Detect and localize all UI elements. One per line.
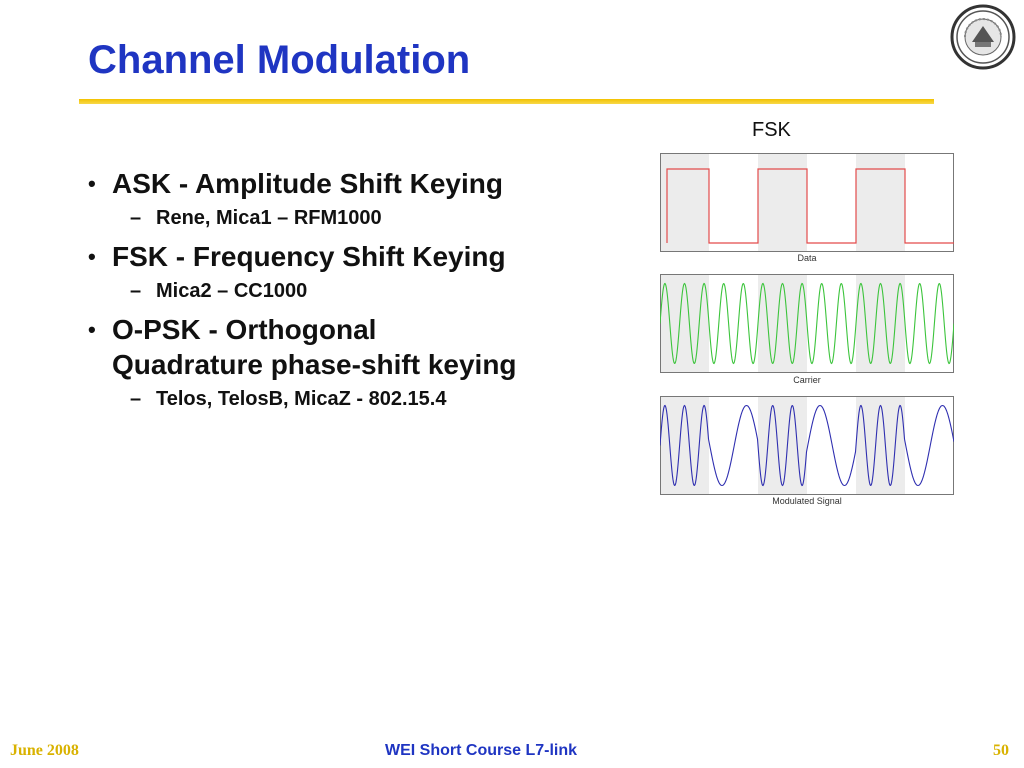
panel-border — [660, 153, 954, 252]
sub-bullet-text: Telos, TelosB, MicaZ - 802.15.4 — [156, 388, 447, 410]
sub-bullet-dash: – — [130, 280, 142, 302]
bullet-text-line2: Quadrature phase-shift keying — [112, 349, 517, 380]
sub-bullet-text: Mica2 – CC1000 — [156, 280, 308, 302]
bullet-ask: • ASK - Amplitude Shift Keying — [88, 166, 628, 201]
bullet-text: ASK - Amplitude Shift Keying — [112, 168, 503, 199]
data-caption: Data — [797, 253, 817, 263]
fsk-figure-label: FSK — [752, 119, 791, 141]
bit-band — [660, 274, 709, 373]
bullet-text: O-PSK - Orthogonal — [112, 314, 377, 345]
carrier-signal-line — [660, 282, 954, 365]
bullet-opsk: • O-PSK - Orthogonal Quadrature phase-sh… — [88, 312, 628, 382]
bit-band — [856, 153, 905, 252]
bit-band — [660, 396, 709, 495]
modulated-signal-line — [660, 404, 954, 487]
slide-title: Channel Modulation — [88, 38, 471, 82]
sub-bullet-dash: – — [130, 207, 142, 229]
carrier-caption: Carrier — [793, 375, 821, 385]
carrier-waveform — [660, 274, 954, 373]
bit-band — [856, 274, 905, 373]
sub-bullet-text: Rene, Mica1 – RFM1000 — [156, 207, 382, 229]
data-signal-line — [666, 168, 954, 244]
university-seal-icon — [950, 4, 1016, 70]
bullet-list: • ASK - Amplitude Shift Keying – Rene, M… — [88, 166, 628, 420]
footer-page-number: 50 — [993, 742, 1009, 759]
footer-date: June 2008 — [10, 742, 79, 759]
sub-bullet-ask: – Rene, Mica1 – RFM1000 — [88, 205, 628, 231]
modulated-signal-waveform — [660, 396, 954, 495]
title-rule — [79, 99, 934, 104]
modulated-caption: Modulated Signal — [772, 496, 842, 506]
footer-course: WEI Short Course L7-link — [385, 742, 578, 759]
data-waveform — [660, 153, 954, 252]
sub-bullet-dash: – — [130, 388, 142, 410]
bit-band — [856, 396, 905, 495]
bullet-dot: • — [88, 317, 96, 342]
sub-bullet-fsk: – Mica2 – CC1000 — [88, 278, 628, 304]
bullet-dot: • — [88, 171, 96, 196]
bit-band — [758, 396, 807, 495]
bit-band — [758, 274, 807, 373]
sub-bullet-opsk: – Telos, TelosB, MicaZ - 802.15.4 — [88, 386, 628, 412]
bullet-fsk: • FSK - Frequency Shift Keying — [88, 239, 628, 274]
bit-band — [758, 153, 807, 252]
bullet-text: FSK - Frequency Shift Keying — [112, 241, 506, 272]
bullet-dot: • — [88, 244, 96, 269]
